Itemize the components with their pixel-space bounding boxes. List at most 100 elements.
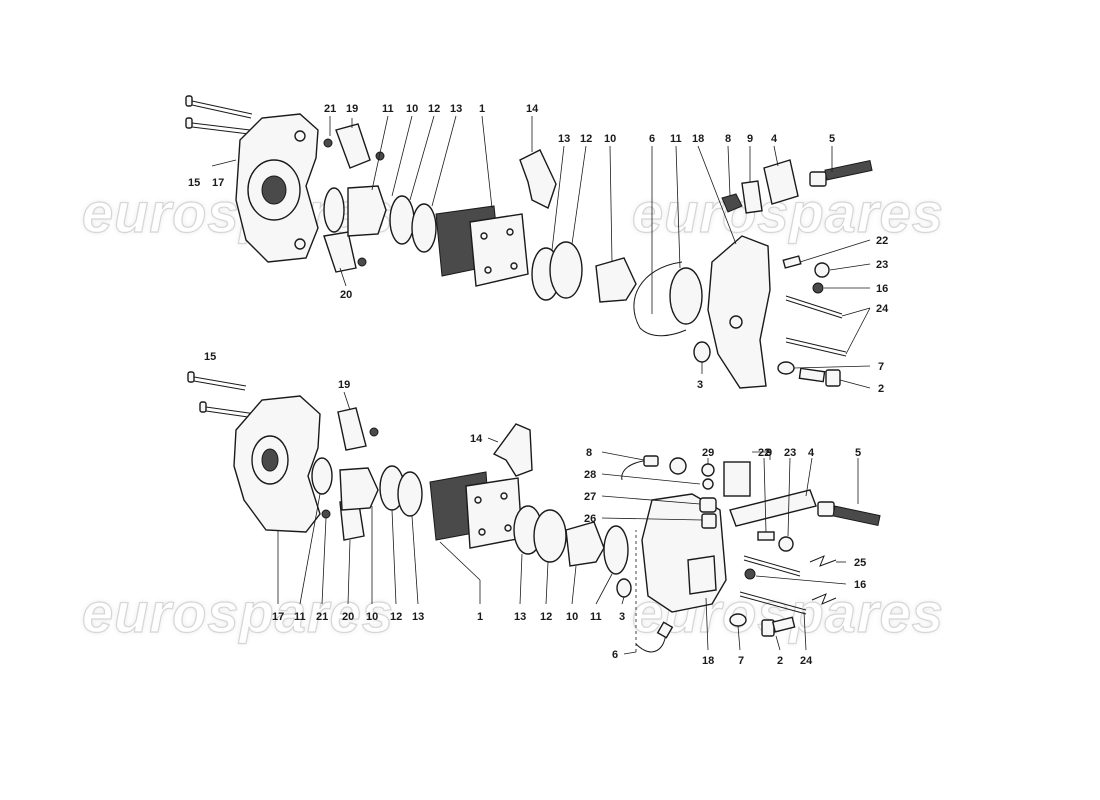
lower-bolt-2	[761, 616, 796, 637]
callout-upper-4: 4	[771, 133, 778, 145]
callout-lower-16: 16	[854, 579, 866, 591]
callout-upper-7: 7	[878, 361, 884, 373]
upper-nut-21	[323, 138, 333, 148]
callout-lower-13b: 13	[514, 611, 526, 623]
lower-washer-7	[729, 613, 747, 627]
callout-lower-27: 27	[584, 491, 596, 503]
callout-lower-24: 24	[800, 655, 813, 667]
callout-lower-29: 29	[702, 447, 714, 459]
lower-anti-rattle-spring-14	[492, 423, 533, 477]
callout-upper-21: 21	[324, 103, 336, 115]
lower-brake-pads-1	[429, 471, 523, 549]
callout-upper-2: 2	[878, 383, 884, 395]
callout-lower-5: 5	[855, 447, 861, 459]
callout-upper-8: 8	[725, 133, 731, 145]
callout-lower-2: 2	[777, 655, 783, 667]
lower-nut-21	[321, 509, 331, 519]
callout-lower-1: 1	[477, 611, 483, 623]
lower-fitting-26	[701, 513, 717, 529]
upper-piston-10	[347, 185, 387, 237]
callout-lower-10b: 10	[566, 611, 578, 623]
upper-spring-clip-19	[335, 123, 371, 169]
callout-lower-20: 20	[342, 611, 354, 623]
callout-upper-10b: 10	[604, 133, 616, 145]
upper-plate-9	[741, 180, 763, 214]
lower-washer-16	[744, 568, 756, 580]
upper-bolt-15	[185, 95, 253, 135]
lower-piston-10b	[565, 521, 605, 567]
lower-washer-3	[616, 578, 632, 598]
upper-seal-11	[323, 187, 345, 233]
callout-lower-4: 4	[808, 447, 815, 459]
callout-upper-16: 16	[876, 283, 888, 295]
lower-bracket-4	[729, 489, 817, 527]
callout-upper-9: 9	[747, 133, 753, 145]
upper-spring-clip-20	[323, 231, 357, 273]
callout-lower-12b: 12	[540, 611, 552, 623]
callout-lower-15: 15	[204, 351, 216, 363]
lower-assembly-drawing	[187, 371, 881, 653]
leader-lines	[211, 115, 871, 655]
callout-upper-3: 3	[697, 379, 703, 391]
upper-boot-12	[389, 195, 415, 245]
callout-upper-10: 10	[406, 103, 418, 115]
callout-upper-12b: 12	[580, 133, 592, 145]
upper-piston-10b	[595, 257, 637, 303]
callout-lower-11: 11	[294, 611, 306, 623]
upper-nut	[357, 257, 367, 267]
upper-washer-16	[812, 282, 824, 294]
lower-seal-11	[311, 457, 333, 495]
watermark-lower-left: eurospares	[81, 580, 394, 644]
upper-bolt-2	[798, 367, 841, 387]
callout-upper-13: 13	[450, 103, 462, 115]
callout-lower-28: 28	[584, 469, 596, 481]
callout-lower-8: 8	[586, 447, 592, 459]
callout-lower-23: 23	[784, 447, 796, 459]
upper-nut-8	[721, 193, 743, 213]
callout-lower-25: 25	[854, 557, 866, 569]
lower-bleed-valve-5	[832, 505, 881, 527]
upper-seal-11b	[669, 267, 703, 325]
callout-upper-23: 23	[876, 259, 888, 271]
lower-callout-labels: 15 19 14 8 29 9 22 23 4 5 28 27 26 25 16…	[204, 351, 866, 667]
upper-bracket-4	[763, 159, 799, 205]
callout-upper-19: 19	[346, 103, 358, 115]
callout-upper-5: 5	[829, 133, 835, 145]
callout-upper-6: 6	[649, 133, 655, 145]
callout-upper-18: 18	[692, 133, 704, 145]
lower-plate-9	[723, 461, 751, 497]
callout-upper-11b: 11	[670, 133, 682, 145]
callout-upper-22: 22	[876, 235, 888, 247]
lower-piston-10	[339, 467, 379, 511]
callout-lower-9: 9	[766, 447, 772, 459]
callout-upper-20: 20	[340, 289, 352, 301]
lower-clip-25	[809, 555, 837, 567]
upper-caliper-half-18	[707, 235, 771, 389]
lower-valve-27	[699, 497, 717, 513]
callout-lower-22: 22	[758, 447, 770, 459]
upper-caliper-half-17	[235, 113, 319, 263]
callout-lower-10: 10	[366, 611, 378, 623]
upper-bleed-valve-5	[809, 159, 873, 187]
callout-lower-11b: 11	[590, 611, 602, 623]
callout-lower-21: 21	[316, 611, 328, 623]
callout-upper-17: 17	[212, 177, 224, 189]
upper-callout-labels: 21 19 11 10 12 13 1 14 13 12 10 6 11 18 …	[188, 103, 889, 395]
callout-upper-14: 14	[526, 103, 539, 115]
callout-upper-24: 24	[876, 303, 889, 315]
callout-upper-1: 1	[479, 103, 485, 115]
callout-upper-15: 15	[188, 177, 200, 189]
upper-assembly-drawing	[185, 95, 873, 389]
upper-washer-7	[777, 361, 795, 375]
lower-cap-23	[778, 536, 794, 552]
callout-lower-7: 7	[738, 655, 744, 667]
callout-lower-6: 6	[612, 649, 618, 661]
callout-lower-17: 17	[272, 611, 284, 623]
callout-lower-12: 12	[390, 611, 402, 623]
upper-brake-pipe-6	[633, 261, 687, 337]
callout-lower-19: 19	[338, 379, 350, 391]
callout-lower-14: 14	[470, 433, 483, 445]
callout-upper-12: 12	[428, 103, 440, 115]
upper-brake-pads-1	[435, 205, 529, 287]
